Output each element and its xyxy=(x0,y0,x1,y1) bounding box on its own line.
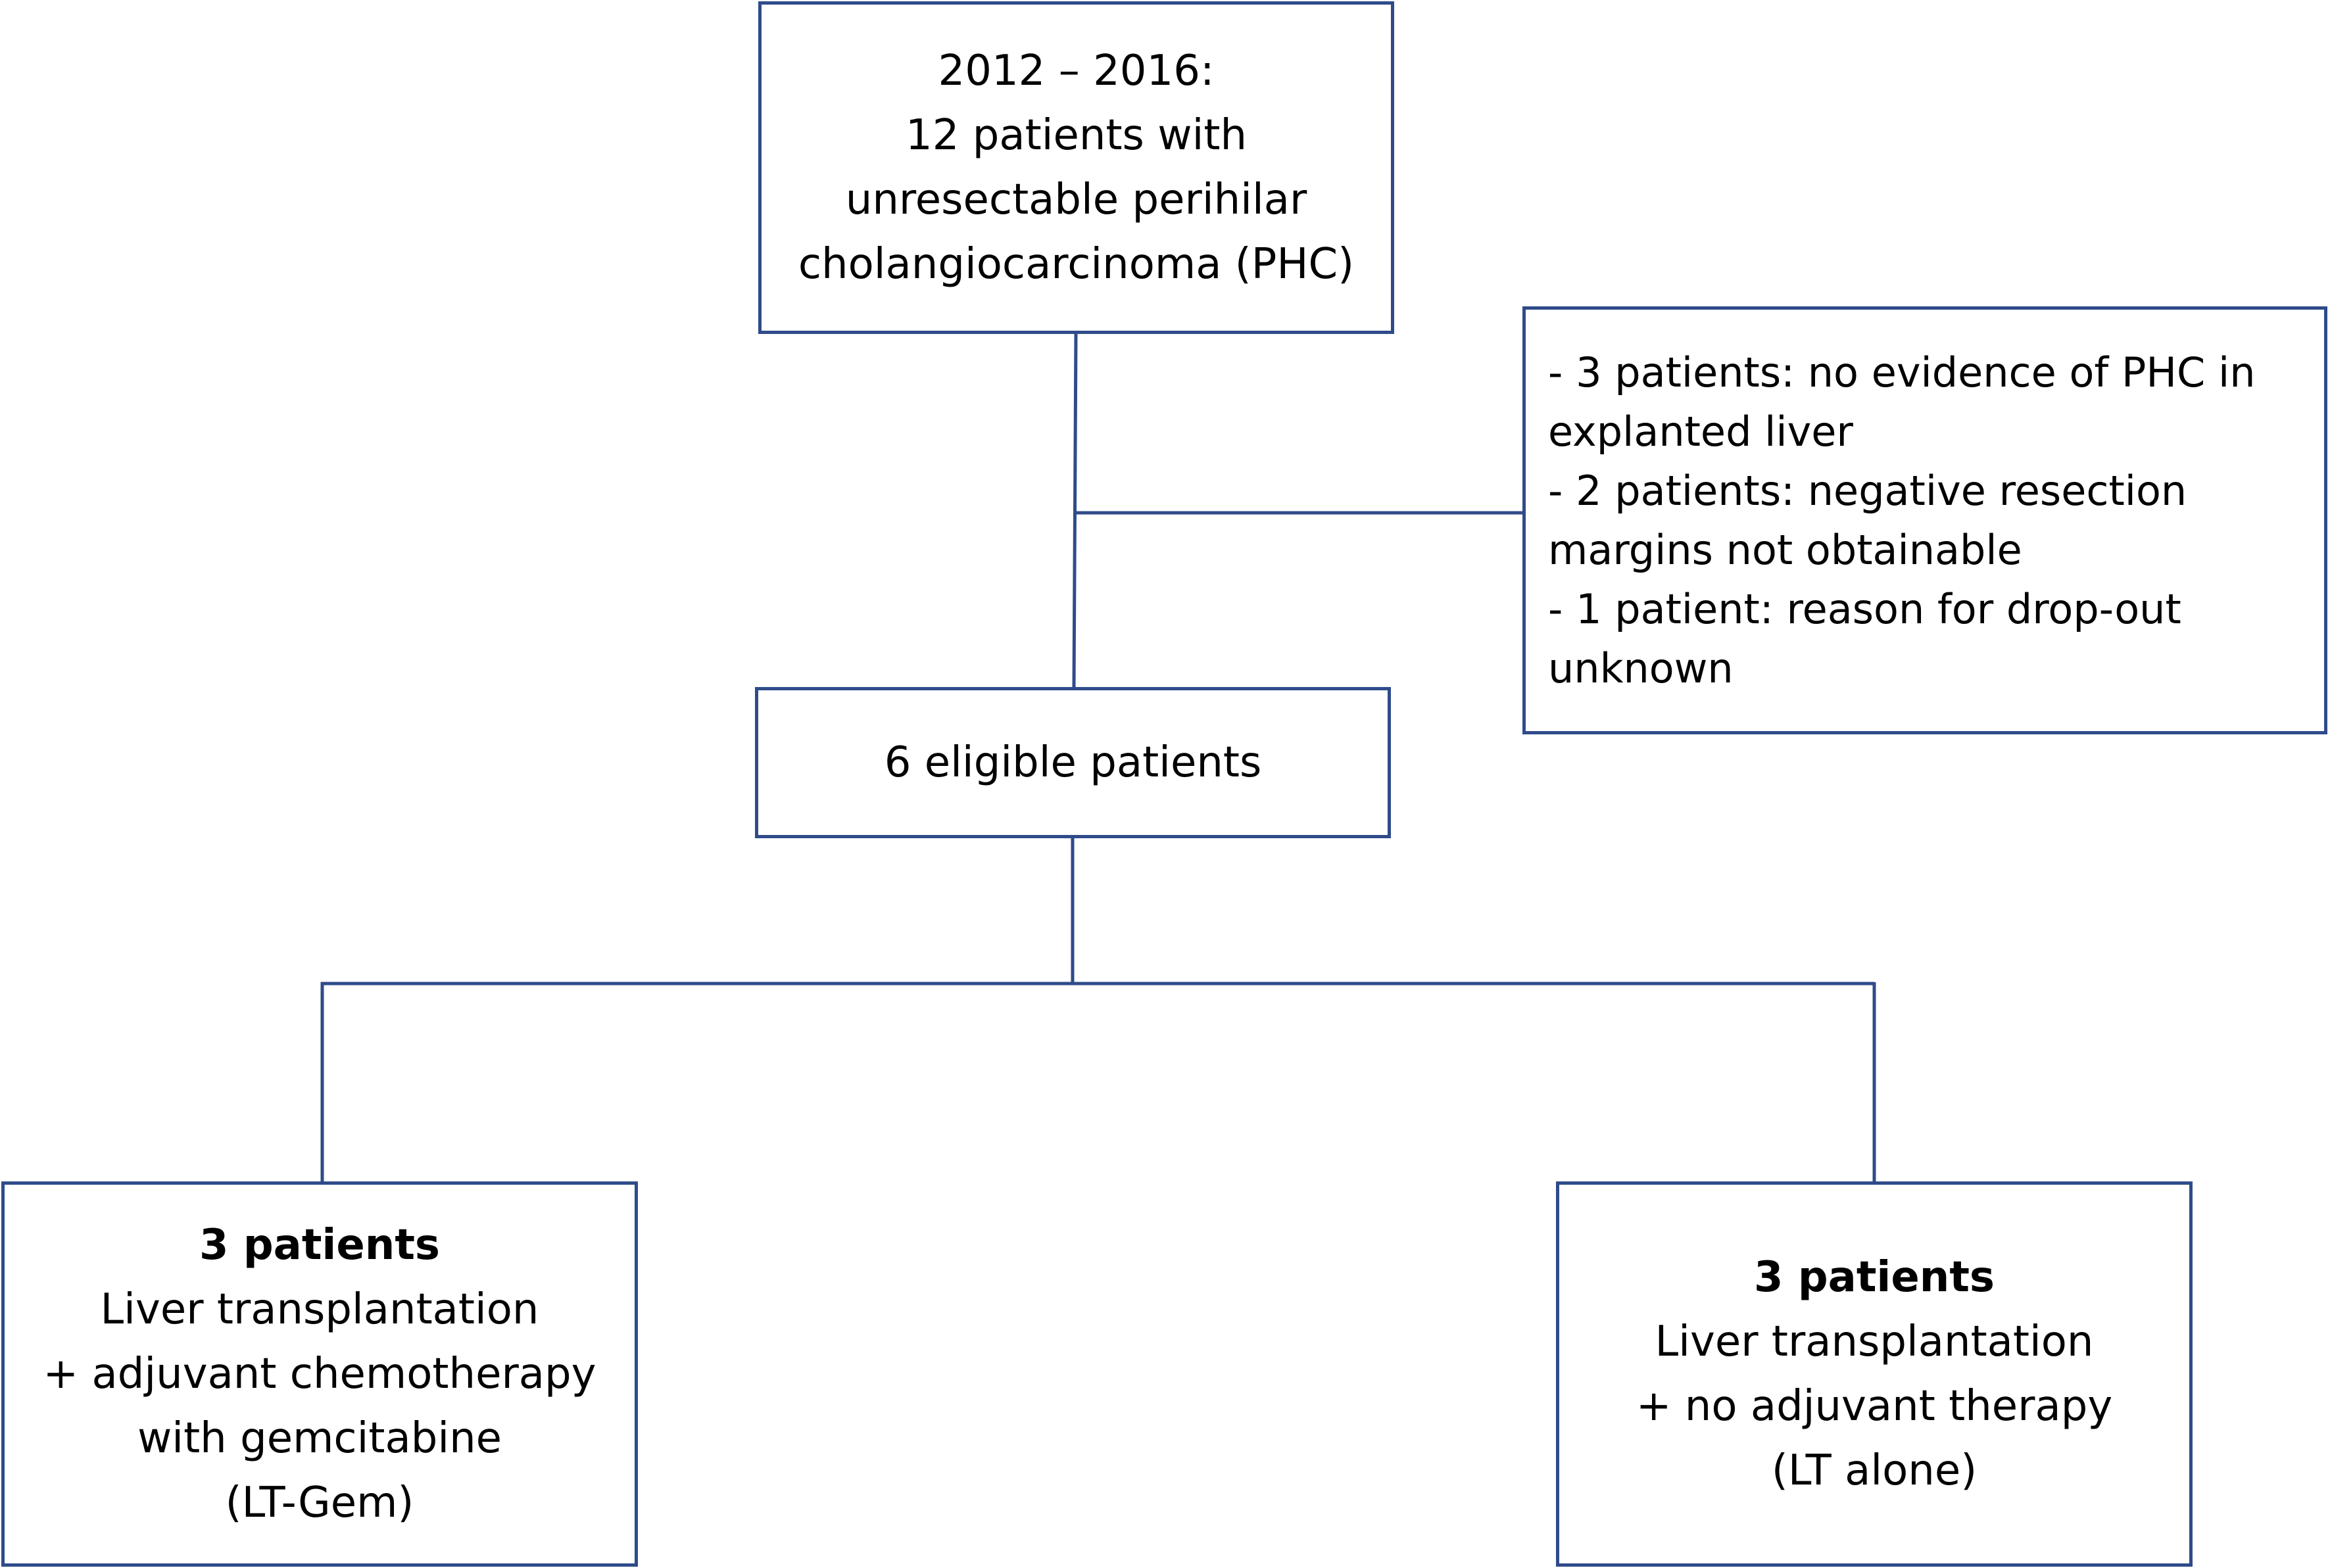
cohort-line-1: 2012 – 2016: xyxy=(938,47,1215,95)
lt-alone-count: 3 patients xyxy=(1754,1253,1995,1302)
exclusion-line-1: - 3 patients: no evidence of PHC in xyxy=(1548,348,2256,396)
exclusion-line-6: unknown xyxy=(1548,644,1734,692)
lt-alone-line-3: (LT alone) xyxy=(1771,1446,1978,1495)
exclusion-box: - 3 patients: no evidence of PHC in expl… xyxy=(1522,306,2327,734)
lt-gem-line-1: Liver transplantation xyxy=(100,1285,539,1334)
lt-gem-line-2: + adjuvant chemotherapy xyxy=(43,1350,596,1398)
exclusion-line-3: - 2 patients: negative resection xyxy=(1548,466,2187,515)
exclusion-line-4: margins not obtainable xyxy=(1548,525,2022,574)
connector-top-to-eligible xyxy=(1072,333,1078,688)
lt-alone-line-2: + no adjuvant therapy xyxy=(1636,1382,2113,1431)
eligible-box: 6 eligible patients xyxy=(755,687,1391,838)
cohort-line-3: unresectable perihilar xyxy=(845,176,1307,224)
cohort-box: 2012 – 2016: 12 patients with unresectab… xyxy=(758,1,1394,334)
lt-gem-box: 3 patients Liver transplantation + adjuv… xyxy=(1,1181,638,1567)
lt-gem-line-4: (LT-Gem) xyxy=(225,1479,414,1527)
lt-gem-count: 3 patients xyxy=(199,1221,440,1270)
exclusion-line-5: - 1 patient: reason for drop-out xyxy=(1548,584,2181,633)
eligible-label: 6 eligible patients xyxy=(884,738,1262,787)
lt-alone-box: 3 patients Liver transplantation + no ad… xyxy=(1556,1181,2193,1567)
lt-gem-line-3: with gemcitabine xyxy=(137,1414,502,1463)
lt-alone-line-1: Liver transplantation xyxy=(1655,1318,2094,1366)
exclusion-line-2: explanted liver xyxy=(1548,407,1853,456)
cohort-line-2: 12 patients with xyxy=(906,111,1247,160)
cohort-line-4: cholangiocarcinoma (PHC) xyxy=(798,240,1355,289)
